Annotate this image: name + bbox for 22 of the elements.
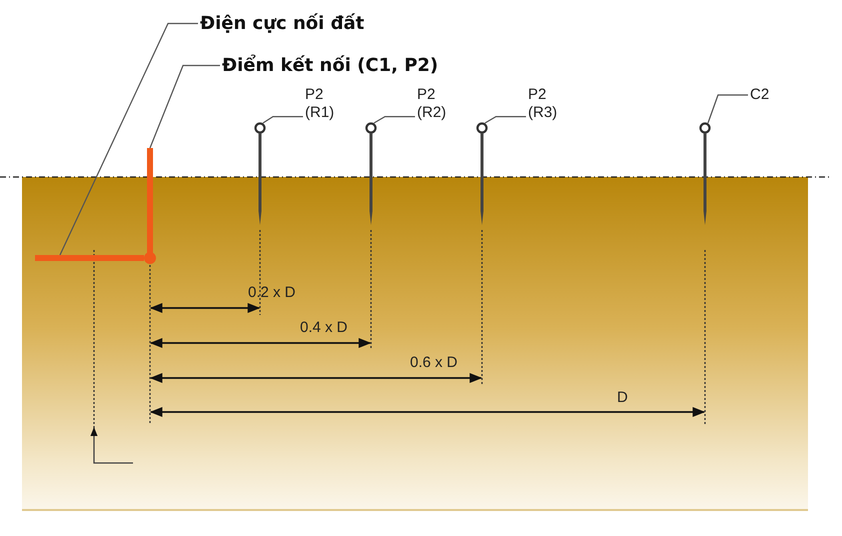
callout-label: Điện cực nối đất [200,13,364,34]
electrode-bar [35,255,144,261]
dimension-label: 0.6 x D [410,354,458,371]
dimension-label: D [617,389,628,406]
test-probe [254,121,266,225]
leader-line [262,116,303,124]
callout-label: Điểm kết nối (C1, P2) [222,55,438,76]
test-probe [699,121,711,225]
probe-label: P2 (R1) [305,86,339,122]
leader-line [484,116,526,124]
leader-line [59,22,198,256]
electrode-bar [144,148,156,264]
dimension-label: 0.4 x D [300,319,348,336]
probe-label: P2 (R2) [417,86,451,122]
leader-line [374,116,415,124]
probe-label: C2 [750,86,784,104]
dimension-label: 0.2 x D [248,284,296,301]
test-probe [365,121,377,225]
leader-line [707,94,748,124]
leader-line [149,64,220,148]
probe-label: P2 (R3) [528,86,562,122]
test-probe [476,121,488,225]
